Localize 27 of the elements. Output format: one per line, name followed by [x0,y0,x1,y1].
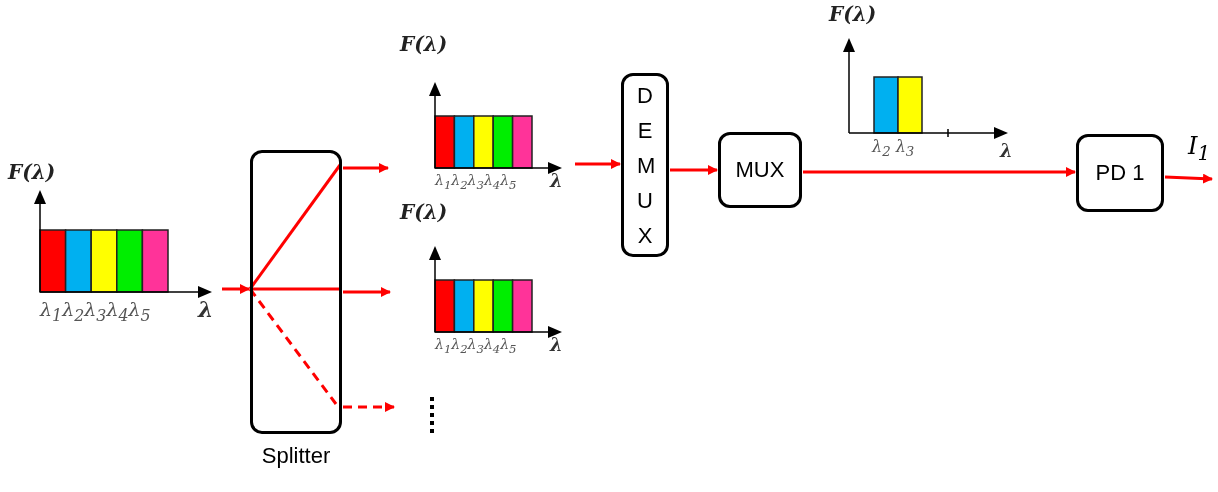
box-title: Splitter [261,443,331,469]
arrow [222,284,250,294]
wavelength-labels: λ$_{2}$ λ$_{3}$ [872,137,915,160]
arrow [343,287,391,297]
axis-title: F(λ) [8,160,56,184]
axis-title: F(λ) [400,32,448,56]
arrow [670,165,718,175]
box-label: D E M U X [637,81,653,250]
wavelength-labels: λ$_{1}$λ$_{2}$λ$_{3}$λ$_{4}$λ$_{5}$ [40,298,151,325]
box-label: PD 1 [1095,160,1145,186]
arrow [1164,173,1213,184]
wavelength-labels: λ$_{1}$λ$_{2}$λ$_{3}$λ$_{4}$λ$_{5}$ [435,172,517,192]
axis-title: F(λ) [400,200,448,224]
arrow [575,159,621,169]
axis-label: λ [1000,140,1013,161]
process-box [621,73,669,257]
process-box [1076,134,1164,212]
arrow [343,402,395,412]
axis-title: F(λ) [829,2,877,26]
wavelength-labels: λ$_{1}$λ$_{2}$λ$_{3}$λ$_{4}$λ$_{5}$ [435,336,517,356]
axis-label: λ [550,170,563,191]
process-box [718,132,802,208]
axis-label: λ [550,334,563,355]
box-label: MUX [735,157,785,183]
arrow [803,167,1076,177]
arrow [343,163,389,173]
axis-label: λ [198,296,214,322]
